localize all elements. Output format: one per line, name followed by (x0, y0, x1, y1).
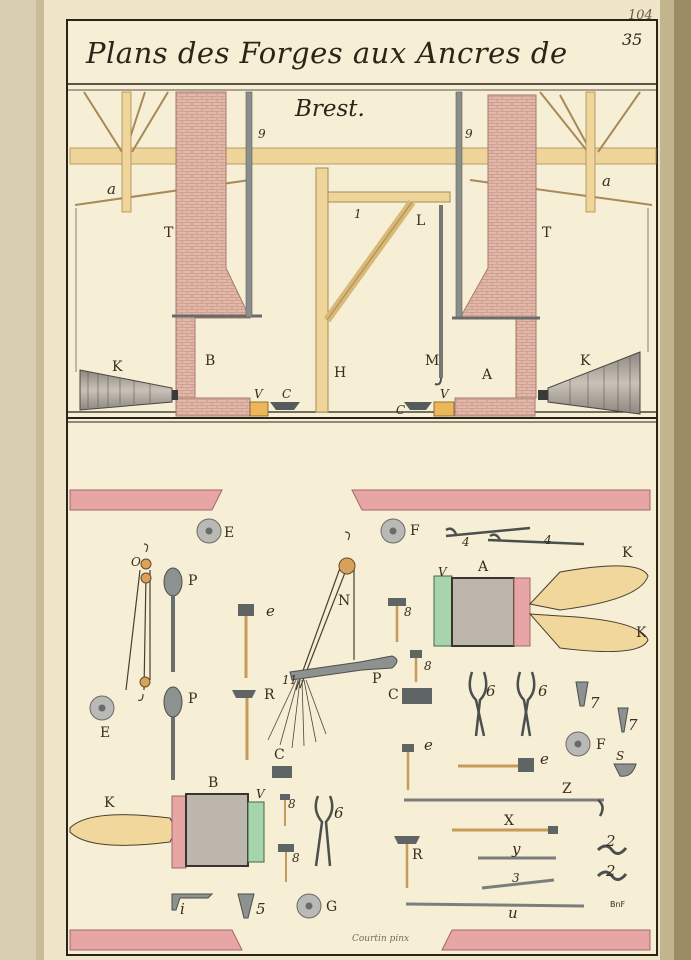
label-5: 5 (256, 900, 266, 918)
label-p2: P (188, 691, 198, 707)
label-11: 11 (282, 673, 298, 687)
label-a-right: a (602, 172, 611, 190)
label-k-b3: K (104, 795, 115, 811)
label-l: L (416, 213, 426, 229)
label-6-c: 6 (334, 804, 344, 822)
label-k-right: K (580, 353, 591, 369)
label-e-hammer2: e (424, 736, 433, 754)
label-c-right: C (396, 403, 406, 417)
label-7-a: 7 (590, 694, 600, 712)
label-f1: F (410, 523, 420, 539)
label-e3: e (540, 750, 549, 768)
label-8-b: 8 (424, 659, 432, 673)
label-6-a: 6 (486, 682, 496, 700)
label-o: O (131, 555, 141, 569)
label-g: G (326, 899, 338, 915)
plate-subtitle: Brest. (295, 96, 365, 122)
label-y: y (512, 840, 521, 858)
label-a-furnace: A (478, 559, 489, 575)
label-i: i (180, 900, 185, 918)
label-a-left: a (107, 180, 116, 198)
label-v-left: V (254, 387, 263, 401)
label-c-left: C (282, 387, 292, 401)
label-7-b: 7 (628, 716, 638, 734)
label-e2: E (100, 725, 111, 741)
label-t-left: T (164, 225, 174, 241)
page-number: 104 (628, 8, 653, 23)
label-8-a: 8 (404, 605, 412, 619)
label-a-upper: A (482, 367, 493, 383)
label-m: M (425, 353, 440, 369)
label-p1: P (188, 573, 198, 589)
label-8-d: 8 (292, 851, 300, 865)
label-9-left: 9 (258, 127, 266, 141)
label-t-right: T (542, 225, 552, 241)
label-9-right: 9 (465, 127, 473, 141)
label-k-left: K (112, 359, 123, 375)
library-stamp: BnF (610, 900, 626, 909)
label-8-c: 8 (288, 797, 296, 811)
label-x: X (504, 813, 514, 829)
label-k-b1: K (622, 545, 633, 561)
label-n: N (338, 593, 351, 609)
plate-number: 35 (622, 30, 643, 49)
label-v-furnace: V (438, 565, 447, 579)
label-2-a: 2 (606, 832, 616, 850)
label-r1: R (264, 687, 275, 703)
label-4-b: 4 (544, 533, 552, 547)
label-2-b: 2 (606, 862, 616, 880)
label-u: u (508, 904, 518, 922)
label-c-mid1: C (388, 687, 399, 703)
label-z: Z (562, 781, 572, 797)
label-f2: F (596, 737, 606, 753)
label-c-mid2: C (274, 747, 285, 763)
label-k-b2: K (636, 625, 647, 641)
plate-title: Plans des Forges aux Ancres de (86, 36, 568, 70)
label-v-right: V (440, 387, 449, 401)
label-e1: E (224, 525, 235, 541)
label-b-furnace: B (208, 775, 219, 791)
label-p-lever: P (372, 671, 382, 687)
label-v-furnace2: V (256, 787, 265, 801)
label-4-a: 4 (462, 535, 470, 549)
artist-signature: Courtin pinx (352, 934, 410, 944)
label-s: S (616, 749, 625, 763)
label-b: B (205, 353, 216, 369)
label-e-hammer1: e (266, 602, 275, 620)
label-r2: R (412, 847, 423, 863)
label-3: 3 (512, 871, 520, 885)
label-6-b: 6 (538, 682, 548, 700)
label-1: 1 (354, 207, 362, 221)
label-h: H (334, 365, 347, 381)
